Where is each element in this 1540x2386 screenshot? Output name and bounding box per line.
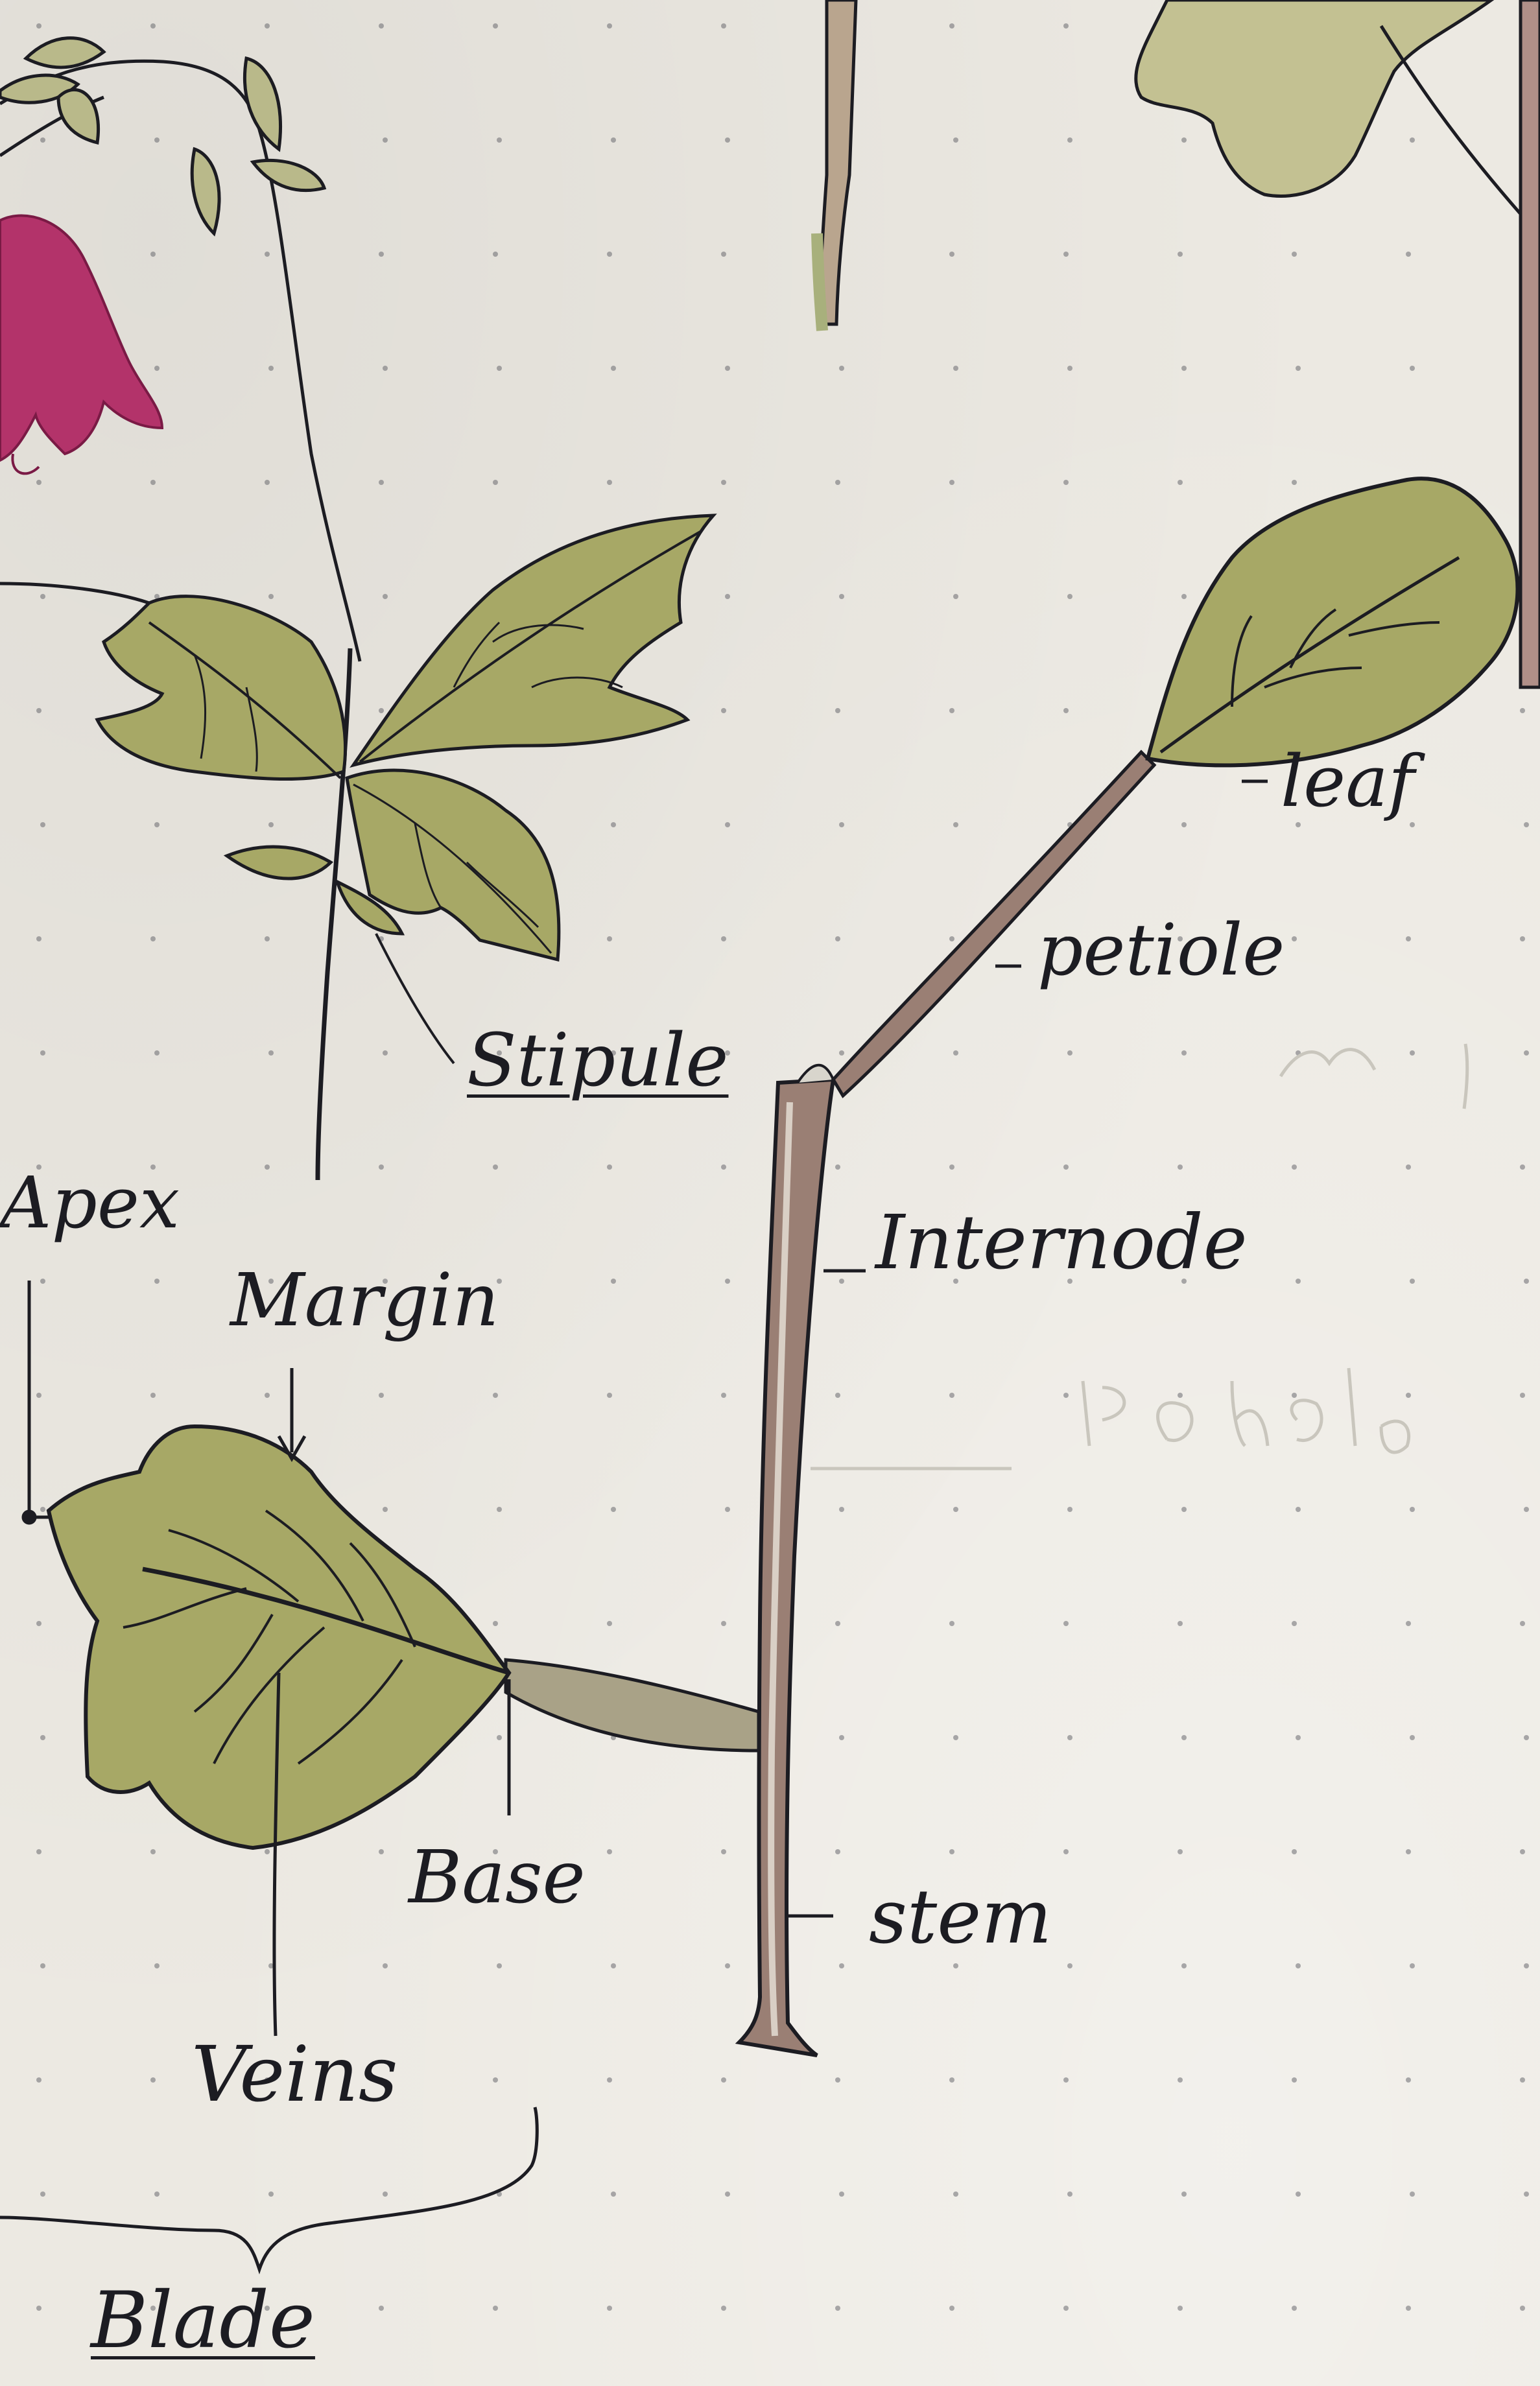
main-stem: [739, 1065, 833, 2055]
apex-label: Apex: [0, 1167, 180, 1238]
stem-label: stem: [869, 1880, 1052, 1955]
apex-pointer-line: [29, 1281, 52, 1517]
apex-dot: [23, 1511, 35, 1523]
blade-leaf: [49, 1426, 509, 1848]
upper-right-leaf: [1148, 478, 1517, 765]
petiole-label: petiole: [1037, 914, 1285, 986]
internode-label: Internode: [875, 1206, 1248, 1281]
lower-petiole: [506, 1660, 759, 1751]
margin-pointer-line: [279, 1368, 305, 1459]
leaf-label: leaf: [1281, 746, 1415, 817]
flower-sketch: [0, 216, 162, 474]
margin-label: Margin: [230, 1264, 499, 1337]
base-label: Base: [409, 1841, 586, 1914]
blade-label: Blade: [91, 2282, 315, 2360]
top-middle-stem: [817, 0, 856, 331]
stipule-label: Stipule: [467, 1024, 728, 1097]
veins-label: Veins: [191, 2036, 398, 2112]
blade-brace: [0, 2107, 537, 2269]
